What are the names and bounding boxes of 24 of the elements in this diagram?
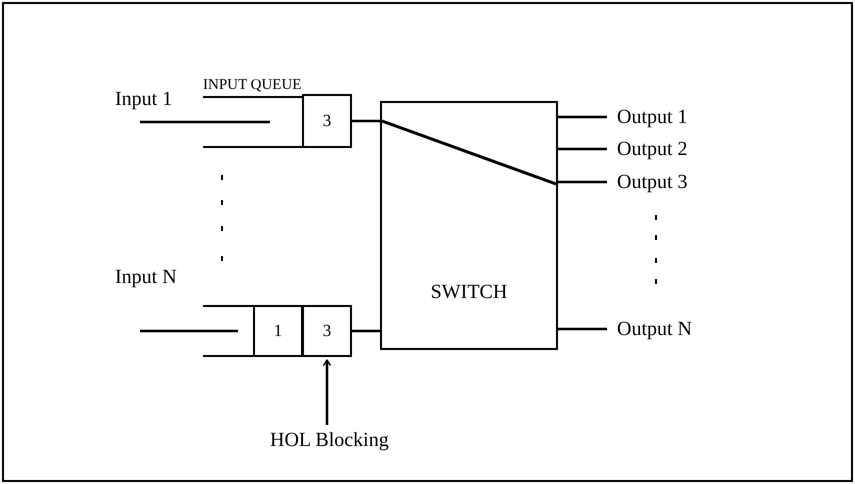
output-label: Output 1: [617, 106, 688, 128]
connector-line: [558, 148, 607, 150]
annotation-text: HOL Blocking: [270, 429, 389, 451]
input-queue: [203, 305, 352, 357]
connector-line: [558, 180, 607, 184]
arrow: [322, 359, 332, 425]
switch-box: [380, 101, 558, 350]
connector-line: [140, 120, 270, 124]
queue-label: INPUT QUEUE: [203, 76, 302, 94]
queue-cell: 3: [302, 305, 352, 357]
connector-line: [140, 330, 238, 332]
input-label: Input 1: [115, 88, 172, 110]
connector-line: [558, 328, 607, 330]
output-label: Output 3: [617, 171, 688, 193]
connector-line: [558, 116, 607, 118]
queue-cell: 1: [253, 305, 303, 357]
connector-line: [352, 120, 380, 122]
output-label: Output 2: [617, 138, 688, 160]
switch-label: SWITCH: [430, 281, 508, 304]
input-queue: [203, 76, 352, 148]
connector-line: [352, 330, 380, 332]
input-label: Input N: [115, 266, 177, 288]
output-label: Output N: [617, 318, 692, 340]
queue-cell: 3: [302, 94, 352, 148]
